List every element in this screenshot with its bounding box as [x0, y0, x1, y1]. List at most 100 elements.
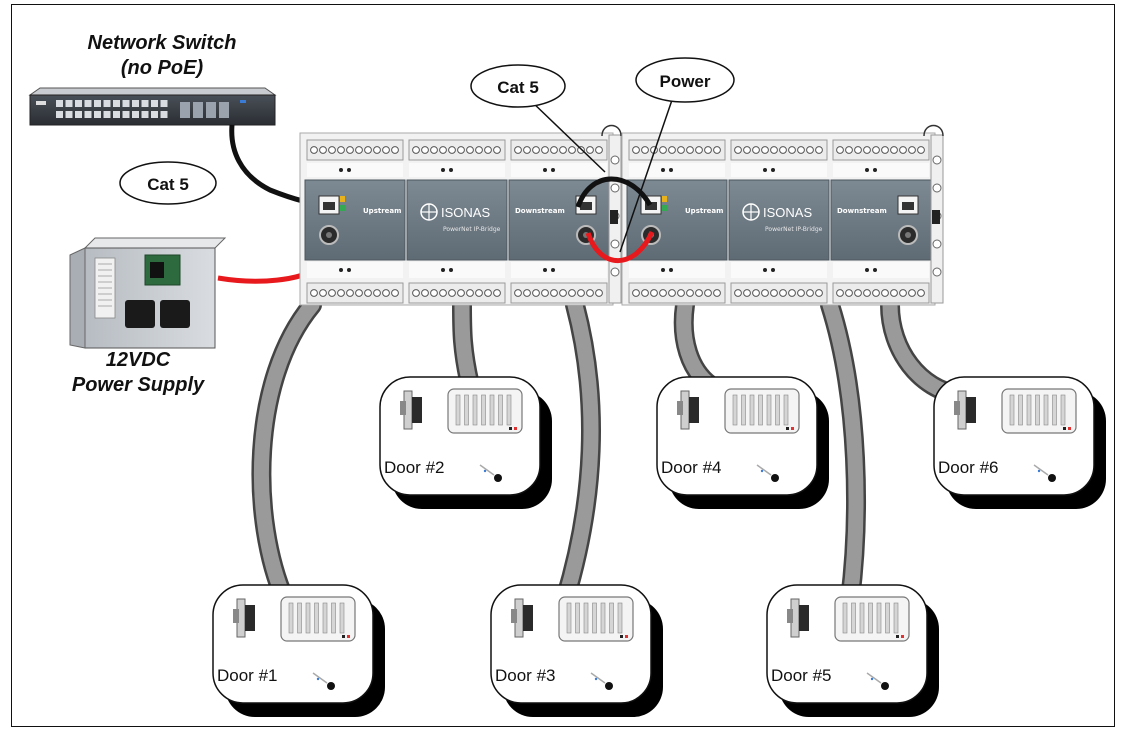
terminal-screw: [770, 146, 778, 154]
terminal-screw: [493, 289, 501, 297]
door-cable-2: [452, 295, 480, 395]
terminal-screw: [328, 289, 336, 297]
cat5-left-label: Cat 5: [147, 175, 189, 194]
switch-port: [103, 111, 111, 118]
power-pointer-line: [619, 99, 673, 253]
led: [339, 268, 343, 272]
terminal-screw: [457, 146, 465, 154]
terminal-screw: [890, 146, 898, 154]
power-callout: Power: [635, 57, 735, 103]
terminal-screw: [713, 146, 721, 154]
upstream-label: Upstream: [685, 207, 723, 215]
cat5-top-callout: Cat 5: [470, 64, 566, 108]
led: [441, 168, 445, 172]
terminal-screw: [391, 289, 399, 297]
power-cable-interconnect: [585, 230, 655, 263]
terminal-screw: [743, 146, 751, 154]
terminal-screw: [650, 289, 658, 297]
terminal-screw: [595, 289, 603, 297]
led: [347, 268, 351, 272]
upstream-label: Upstream: [363, 207, 401, 215]
switch-subtitle: (no PoE): [121, 57, 204, 79]
switch-port: [84, 111, 92, 118]
terminal-screw: [899, 289, 907, 297]
terminal-block: [730, 282, 828, 304]
door-1: Door #1: [212, 584, 385, 717]
terminal-screw: [541, 289, 549, 297]
terminal-screw: [659, 146, 667, 154]
switch-port: [94, 111, 101, 118]
label-strip: [629, 262, 725, 278]
terminal-screw: [899, 146, 907, 154]
switch-port: [160, 100, 168, 107]
door-4: Door #4: [656, 376, 829, 509]
switch-title: Network Switch: [88, 32, 237, 54]
terminal-screw: [337, 146, 345, 154]
terminal-screw: [659, 289, 667, 297]
terminal-screw: [872, 289, 880, 297]
terminal-screw: [734, 289, 742, 297]
terminal-screw: [391, 146, 399, 154]
terminal-block: [510, 282, 608, 304]
label-strip: [511, 163, 607, 177]
terminal-screw: [872, 146, 880, 154]
led: [661, 268, 665, 272]
power-label: Power: [659, 72, 710, 91]
brand-label: ISONAS: [441, 205, 490, 220]
terminal-screw: [743, 289, 751, 297]
terminal-screw: [364, 146, 372, 154]
terminal-screw: [863, 146, 871, 154]
terminal-screw: [337, 289, 345, 297]
terminal-screw: [752, 146, 760, 154]
switch-port: [122, 111, 130, 118]
switch-ports: [56, 100, 229, 118]
terminal-screw: [641, 289, 649, 297]
switch-port: [56, 100, 63, 107]
terminal-screw: [734, 146, 742, 154]
terminal-screw: [595, 146, 603, 154]
terminal-screw: [881, 146, 889, 154]
module-body: [830, 179, 932, 261]
door-2: Door #2: [379, 376, 552, 509]
terminal-screw: [541, 146, 549, 154]
switch-port: [132, 111, 139, 118]
led: [339, 168, 343, 172]
terminal-screw: [632, 146, 640, 154]
terminal-block: [306, 282, 404, 304]
terminal-screw: [355, 289, 363, 297]
led: [543, 268, 547, 272]
psu-label-lines: [98, 263, 112, 307]
label-strip: [731, 163, 827, 177]
terminal-screw: [668, 289, 676, 297]
door-5: Door #5: [766, 584, 939, 717]
ground-wire: [923, 124, 944, 137]
led: [449, 268, 453, 272]
led: [771, 168, 775, 172]
led: [669, 168, 673, 172]
terminal-screw: [863, 289, 871, 297]
switch-port: [160, 111, 168, 118]
terminal-screw: [704, 289, 712, 297]
door-cable-4: [673, 295, 720, 395]
terminal-screw: [806, 146, 814, 154]
terminal-screw: [797, 146, 805, 154]
switch-port: [141, 100, 149, 107]
terminal-screw: [568, 146, 576, 154]
terminal-screw: [568, 289, 576, 297]
terminal-screw: [917, 146, 925, 154]
switch-port: [65, 100, 73, 107]
led: [661, 168, 665, 172]
led: [865, 168, 869, 172]
terminal-screw: [752, 289, 760, 297]
label-strip: [629, 163, 725, 177]
label-strip: [307, 262, 403, 278]
switch-port: [94, 100, 101, 107]
door-label: Door #4: [661, 458, 721, 477]
terminal-screw: [845, 146, 853, 154]
led: [449, 168, 453, 172]
switch-port: [122, 100, 130, 107]
terminal-screw: [677, 289, 685, 297]
terminal-screw: [686, 289, 694, 297]
